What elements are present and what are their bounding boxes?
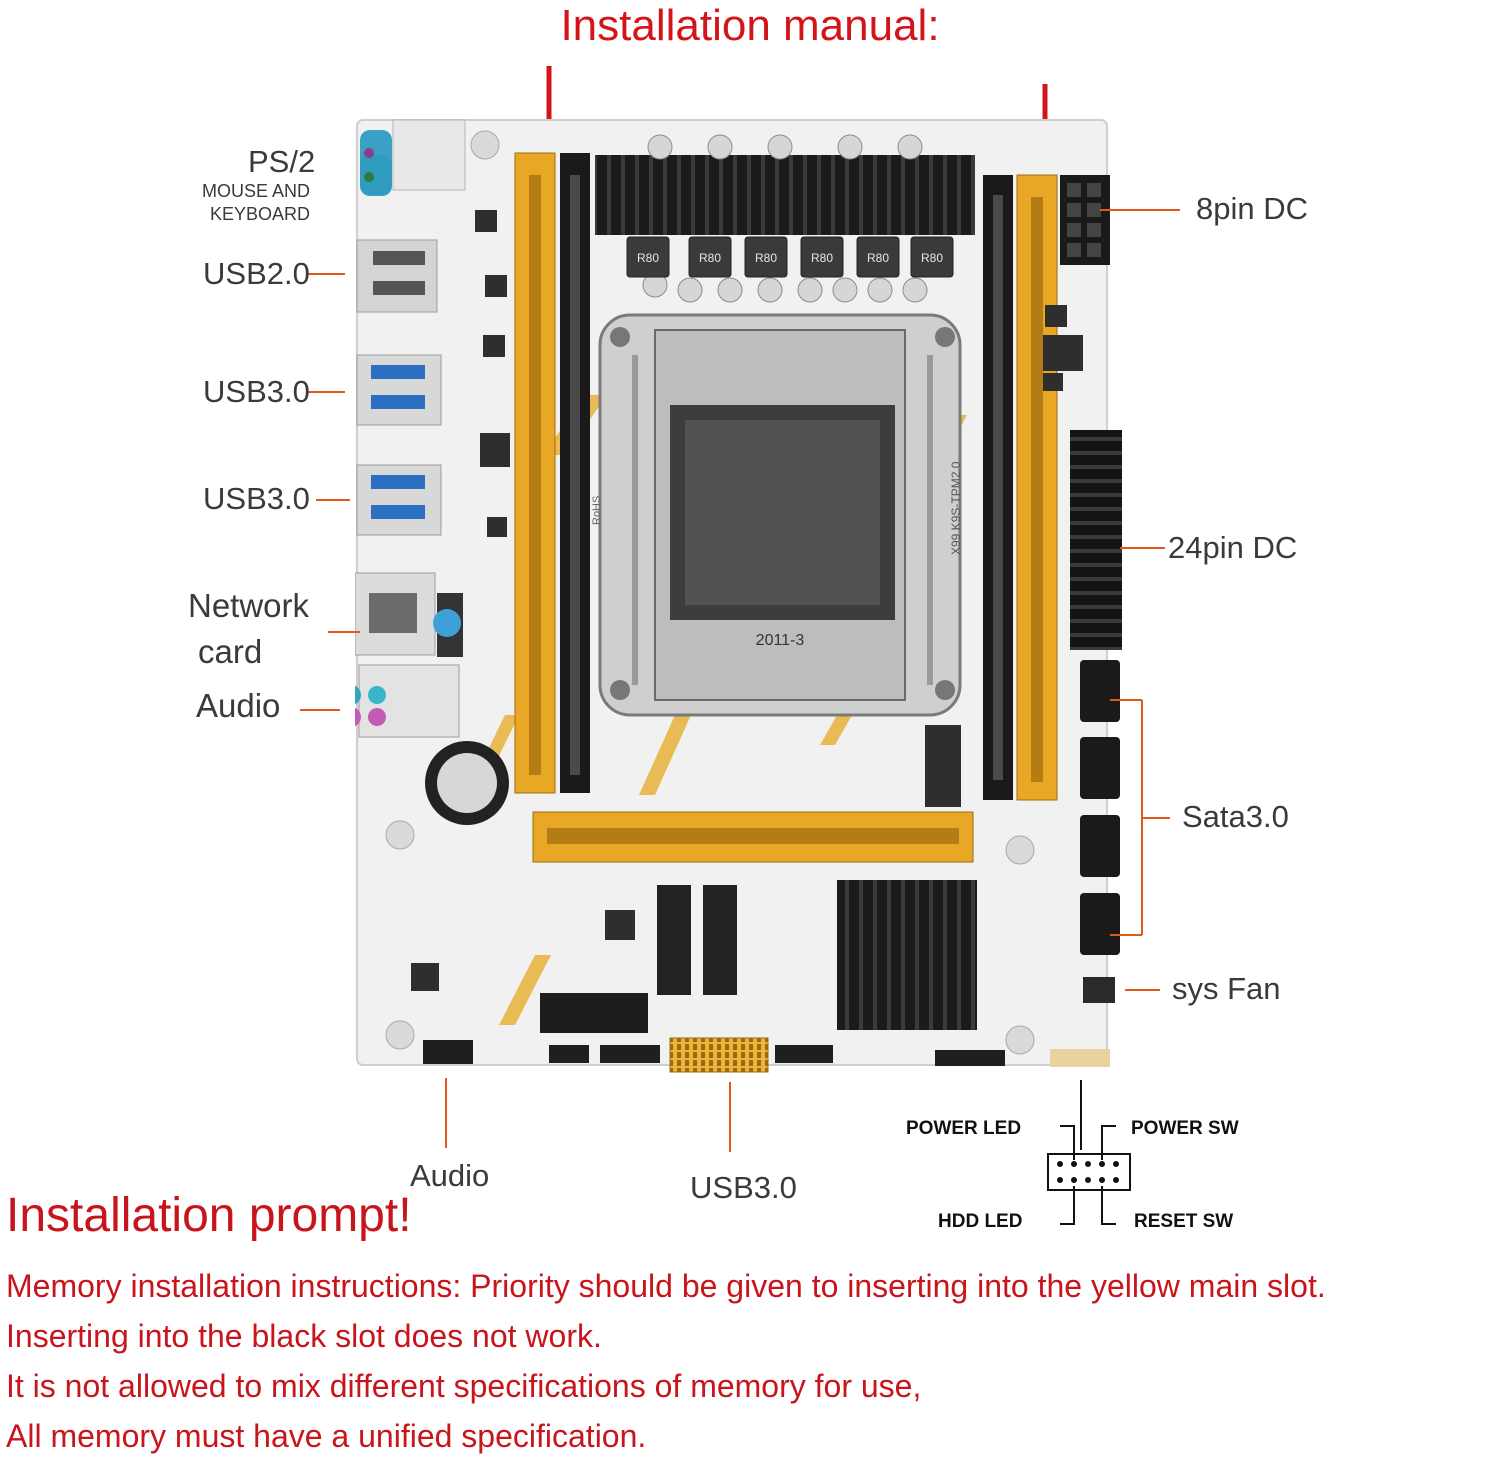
choke-label-2: R80 [699,251,721,265]
io-ps2 [360,119,466,196]
label-audio-rear: Audio [196,687,281,724]
choke-label-6: R80 [921,251,943,265]
prompt-title: Installation prompt! [6,1189,412,1242]
dimm-slots-right [983,174,1058,801]
m2-slots [657,885,737,995]
io-audio [355,664,460,738]
pcie-x1-slot [540,993,648,1033]
io-usb20 [356,239,438,313]
label-sys-fan: sys Fan [1172,971,1281,1006]
label-8pin: 8pin DC [1196,191,1308,226]
socket-label: 2011-3 [756,632,805,649]
choke-label-4: R80 [811,251,833,265]
label-ps2-sub-1: MOUSE AND [201,181,310,201]
label-usb20: USB2.0 [203,256,310,291]
label-sata: Sata3.0 [1182,799,1289,834]
motherboard-image: R80 R80 R80 R80 R80 R80 2011-3 X99 K9S-T… [355,119,1122,1073]
small-components [411,210,1083,991]
label-network-2: card [198,633,263,670]
vrm-chokes [626,236,954,278]
pcie-x16-slot [532,811,974,863]
label-24pin: 24pin DC [1168,530,1298,565]
label-power-sw: POWER SW [1131,1118,1239,1139]
choke-label-5: R80 [867,251,889,265]
label-hdd-led: HDD LED [938,1211,1023,1232]
label-usb30-front: USB3.0 [690,1170,797,1205]
label-ps2-sub-2: KEYBOARD [209,204,310,224]
cmos-battery [425,741,509,825]
prompt-line-3: It is not allowed to mix different speci… [6,1368,922,1404]
label-reset-sw: RESET SW [1134,1211,1234,1232]
connector-24pin [1070,430,1122,650]
label-usb30-a: USB3.0 [203,374,310,409]
chipset-heatsink [837,880,977,1030]
io-network [355,572,463,657]
connector-8pin [1060,175,1110,265]
vrm-heatsink [595,155,975,235]
mounting-holes [385,130,1035,1055]
rohs-label: RoHS [591,496,603,525]
sys-fan-header [1083,977,1115,1003]
model-label: X99 K9S-TPM2.0 [949,461,963,555]
front-panel-header-diagram [1047,1080,1131,1225]
io-usb30-b [356,464,442,536]
prompt-line-1: Memory installation instructions: Priori… [6,1268,1326,1304]
prompt-line-2: Inserting into the black slot does not w… [6,1318,602,1354]
page-title: Installation manual: [560,1,940,50]
label-power-led: POWER LED [906,1118,1022,1139]
choke-label-3: R80 [755,251,777,265]
bottom-headers [423,1037,1110,1073]
label-network-1: Network [188,587,310,624]
choke-label-1: R80 [637,251,659,265]
io-usb30-a [356,354,442,426]
sata-ports [1080,660,1120,955]
prompt-line-4: All memory must have a unified specifica… [6,1418,647,1454]
cpu-socket [598,313,962,717]
label-ps2: PS/2 [248,144,316,179]
label-audio-front: Audio [410,1158,490,1193]
label-usb30-b: USB3.0 [203,481,310,516]
leader-lines [300,209,1180,1152]
dimm-slots-left [514,152,590,794]
vrm-capacitors [642,134,928,303]
